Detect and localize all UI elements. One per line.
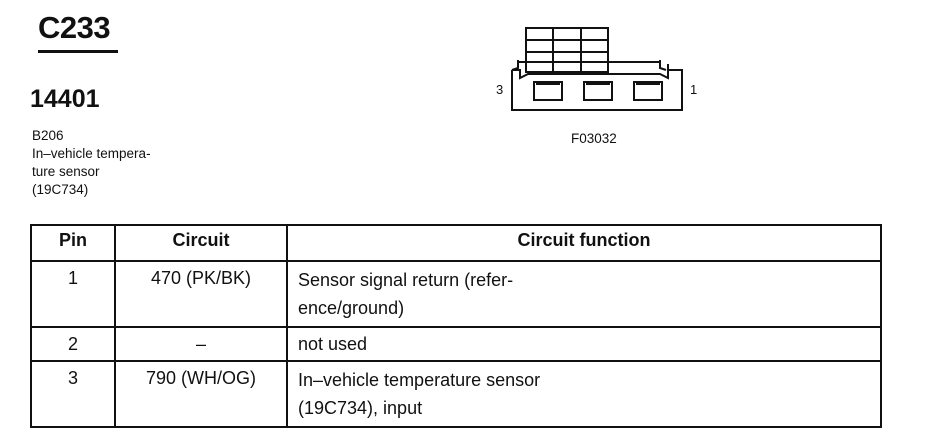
component-part-code: (19C734) [32, 182, 89, 197]
circuit-cell: 470 (PK/BK) [114, 260, 288, 328]
pin-number: 1 [67, 268, 78, 288]
pin-cell: 1 [30, 260, 116, 328]
figure-code: F03032 [571, 131, 617, 146]
header-circuit-function: Circuit function [286, 224, 882, 262]
circuit-value: 470 (PK/BK) [150, 268, 252, 288]
pin-cell: 3 [30, 360, 116, 428]
circuit-value: 790 (WH/OG) [145, 368, 256, 388]
component-name-line-2: ture sensor [32, 164, 100, 179]
connector-diagram: 3 1 [490, 20, 697, 125]
component-code: B206 [32, 128, 64, 143]
function-line: not used [298, 334, 368, 354]
circuit-cell: 790 (WH/OG) [114, 360, 288, 428]
function-cell: In–vehicle temperature sensor (19C734), … [286, 360, 882, 428]
function-cell: not used [286, 326, 882, 362]
table-row: 1 470 (PK/BK) Sensor signal return (refe… [30, 260, 882, 328]
function-line: ence/ground) [298, 298, 405, 318]
part-number: 14401 [30, 85, 100, 113]
pin-label-right: 1 [690, 82, 698, 97]
function-line: (19C734), input [298, 398, 423, 418]
component-name-line-1: In–vehicle tempera- [32, 146, 151, 161]
connector-id-underline [38, 50, 118, 53]
function-line: In–vehicle temperature sensor [298, 370, 541, 390]
pin-label-left: 3 [496, 82, 504, 97]
header-circuit: Circuit [114, 224, 288, 262]
pin-number: 3 [67, 368, 78, 388]
table-row: 3 790 (WH/OG) In–vehicle temperature sen… [30, 360, 882, 428]
connector-face-drawing [511, 27, 683, 111]
connector-id: C233 [38, 10, 111, 45]
table-row: 2 – not used [30, 326, 882, 362]
pin-cell: 2 [30, 326, 116, 362]
pinout-table: Pin Circuit Circuit function 1 470 (PK/B… [30, 224, 882, 428]
function-cell: Sensor signal return (refer- ence/ground… [286, 260, 882, 328]
function-line: Sensor signal return (refer- [298, 270, 514, 290]
table-header-row: Pin Circuit Circuit function [30, 224, 882, 262]
circuit-cell: – [114, 326, 288, 362]
circuit-value: – [195, 334, 206, 354]
pin-number: 2 [67, 334, 78, 354]
header-pin: Pin [30, 224, 116, 262]
component-description: B206 In–vehicle tempera- ture sensor (19… [32, 127, 151, 199]
